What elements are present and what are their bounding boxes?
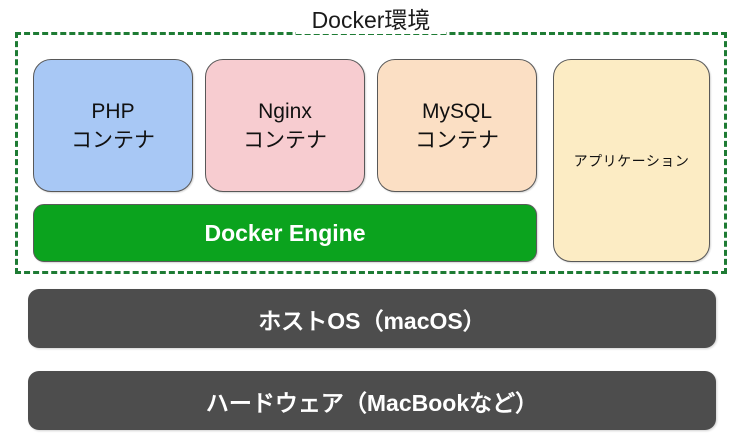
container-mysql-subtitle: コンテナ: [415, 128, 499, 152]
container-php-subtitle: コンテナ: [71, 128, 155, 152]
docker-environment-label: Docker環境: [296, 6, 446, 34]
hardware-label: ハードウェア（MacBookなど）: [205, 389, 539, 416]
container-card-php: PHP コンテナ: [33, 59, 193, 192]
container-card-mysql: MySQL コンテナ: [377, 59, 537, 192]
container-php-name: PHP: [91, 99, 135, 123]
host-os-label: ホストOS（macOS）: [258, 307, 486, 334]
docker-engine-bar: Docker Engine: [33, 204, 537, 262]
hardware-layer: ハードウェア（MacBookなど）: [28, 371, 716, 430]
container-nginx-subtitle: コンテナ: [243, 128, 327, 152]
container-card-nginx: Nginx コンテナ: [205, 59, 365, 192]
host-os-layer: ホストOS（macOS）: [28, 289, 716, 348]
application-card: アプリケーション: [553, 59, 710, 262]
container-mysql-name: MySQL: [421, 99, 492, 123]
application-label: アプリケーション: [573, 152, 690, 169]
container-nginx-name: Nginx: [258, 99, 312, 123]
docker-engine-label: Docker Engine: [204, 219, 366, 246]
